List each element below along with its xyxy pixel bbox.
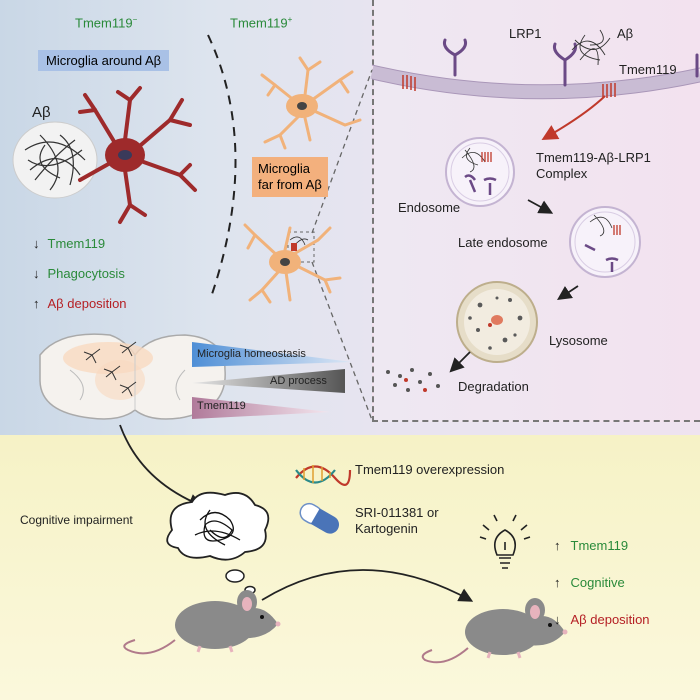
abeta-plaque-icon [12,121,98,199]
microglia-around-abeta-label: Microglia around Aβ [38,50,170,71]
lrp1-receptor-icon [443,38,699,87]
outcome-row-1: ↑Tmem119 [554,538,629,553]
dna-icon [295,465,352,486]
mouse-icon-2 [421,598,568,664]
lrp1-label: LRP1 [509,26,542,41]
tmem119-gradient-label: Tmem119 [197,400,246,412]
effect-row-2: ↓Phagocytosis [33,266,125,281]
capsule-icon [299,502,340,534]
effect-row-3: ↑Aβ deposition [33,296,127,311]
endosome-label: Endosome [398,200,461,215]
mouse-icon [123,590,281,655]
tmem119-negative-label: Tmem119− [75,15,138,31]
treatment-2-label: SRI-011381 or Kartogenin [355,505,439,536]
tmem119-mech-label: Tmem119 [619,62,677,77]
tmem119-protein-icon [402,75,616,98]
effect-row-1: ↓Tmem119 [33,236,106,251]
microglia-far-label: Microglia far from Aβ [252,157,328,197]
lightbulb-icon [479,514,531,569]
ad-process-wedge [192,369,345,393]
lysosome-label: Lysosome [549,333,608,348]
abeta-mech-label: Aβ [617,26,634,41]
degradation-fragments [386,368,440,392]
degradation-label: Degradation [458,379,529,394]
mechanism-panel [372,0,700,422]
outcome-row-2: ↑Cognitive [554,575,625,590]
homeostasis-label: Microglia homeostasis [197,348,306,360]
tmem119-wedge [192,397,330,419]
resting-microglia-icon-2 [243,223,342,304]
treatment-1-label: Tmem119 overexpression [355,462,505,477]
tmem119-positive-label: Tmem119+ [230,15,293,31]
ad-process-label: AD process [270,375,327,387]
thought-cloud-icon [166,491,270,595]
separator-curve [207,34,237,301]
outcome-row-3: ↓Aβ deposition [554,612,650,627]
complex-label: Tmem119-Aβ-LRP1 Complex [536,150,651,181]
abeta-label: Aβ [32,104,51,121]
brain-section-icon [39,333,226,420]
cognitive-impairment-label: Cognitive impairment [20,513,133,527]
activated-microglia-icon [78,86,197,224]
late-endosome-label: Late endosome [458,235,548,250]
homeostasis-wedge [192,342,352,367]
